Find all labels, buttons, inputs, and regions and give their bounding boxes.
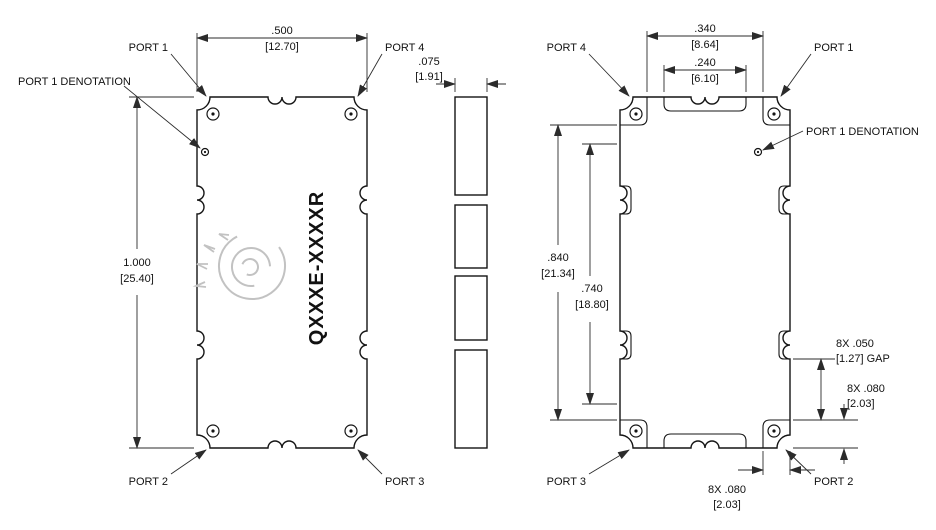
top-view-port4-label: PORT 4 <box>385 42 424 54</box>
dim-span-inner <box>663 65 747 92</box>
top-view-package-outline <box>196 96 368 449</box>
top-view-leaders <box>123 53 383 475</box>
dim-top-width-mm: [12.70] <box>265 41 299 53</box>
bottom-view-port1-label: PORT 1 <box>814 42 853 54</box>
top-view-port3-label: PORT 3 <box>385 476 424 488</box>
bottom-view: .340 [8.64] .240 [6.10] .840 [21.34] .74… <box>541 23 919 511</box>
dim-span-outer <box>646 31 764 92</box>
bottom-view-port1-denotation-label: PORT 1 DENOTATION <box>806 126 919 138</box>
bottom-view-corner-pad-outlines <box>620 97 790 448</box>
bottom-view-package-outline <box>619 96 791 449</box>
dim-pad-bottom-line1: 8X .080 <box>708 484 746 496</box>
bottom-view-port1-denotation-mark <box>753 147 763 157</box>
part-number: QXXXE-XXXXR <box>306 191 328 345</box>
dim-pad-gap <box>793 358 858 421</box>
bottom-view-corner-castellation-holes <box>629 107 781 438</box>
dim-pad-right-line2: [2.03] <box>847 398 875 410</box>
top-view: QXXXE-XXXXR .500 [12.70] 1.000 [25.40] P… <box>18 25 424 488</box>
dim-top-height-mm: [25.40] <box>120 273 154 285</box>
dim-height-inner <box>582 143 617 405</box>
dim-height-inner-in: .740 <box>581 283 602 295</box>
side-view-segment-1 <box>454 96 488 196</box>
dim-height-outer-mm: [21.34] <box>541 268 575 280</box>
dim-height-inner-mm: [18.80] <box>575 299 609 311</box>
bottom-view-side-pad-outlines <box>620 185 790 360</box>
dim-span-inner-mm: [6.10] <box>691 73 719 85</box>
dim-height-outer-in: .840 <box>547 252 568 264</box>
dim-top-width-in: .500 <box>271 25 292 37</box>
top-view-port2-label: PORT 2 <box>129 476 168 488</box>
bottom-view-port3-label: PORT 3 <box>547 476 586 488</box>
bottom-view-leaders <box>588 53 812 475</box>
logo-flame-spikes <box>192 233 230 288</box>
dim-pad-width-bottom <box>738 451 815 475</box>
side-view-segment-4 <box>454 349 488 449</box>
top-view-port1-label: PORT 1 <box>129 42 168 54</box>
side-view: .075 [1.91] <box>415 56 506 449</box>
dim-top-height <box>129 96 194 449</box>
dim-span-inner-in: .240 <box>694 57 715 69</box>
dim-thickness-in: .075 <box>418 56 439 68</box>
dim-top-height-in: 1.000 <box>123 257 151 269</box>
dim-pad-gap-line2: [1.27] GAP <box>836 353 890 365</box>
top-view-corner-castellation-holes <box>206 107 358 438</box>
dim-thickness <box>436 78 506 92</box>
dim-pad-bottom-line2: [2.03] <box>713 499 741 511</box>
bottom-view-port4-label: PORT 4 <box>547 42 586 54</box>
dim-span-outer-mm: [8.64] <box>691 39 719 51</box>
dim-pad-width-right <box>793 404 858 464</box>
bottom-view-port2-label: PORT 2 <box>814 476 853 488</box>
dim-top-width <box>196 33 368 92</box>
dim-pad-right-line1: 8X .080 <box>847 383 885 395</box>
brand-logo <box>192 232 286 300</box>
side-view-segment-3 <box>454 275 488 341</box>
dim-pad-gap-line1: 8X .050 <box>836 338 874 350</box>
dim-span-outer-in: .340 <box>694 23 715 35</box>
side-view-segment-2 <box>454 204 488 269</box>
port1-denotation-mark <box>200 147 210 157</box>
dim-thickness-mm: [1.91] <box>415 71 443 83</box>
bottom-view-center-pad-outlines <box>663 97 747 448</box>
dim-height-outer <box>550 124 617 421</box>
top-view-port1-denotation-label: PORT 1 DENOTATION <box>18 76 131 88</box>
